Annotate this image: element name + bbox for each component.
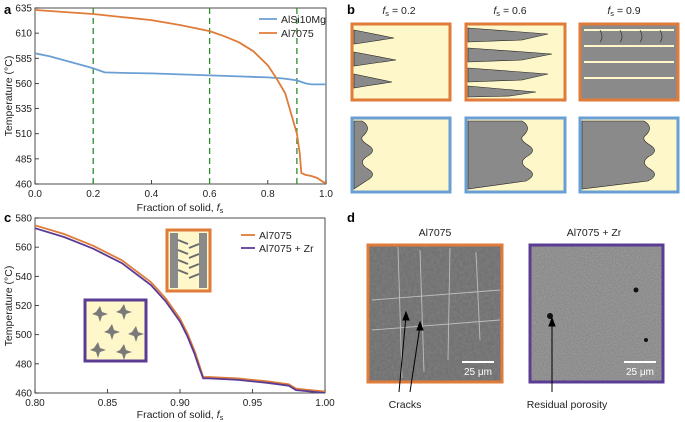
panel-b-blue-fs06 [464,116,567,194]
scale-bar-label-1: 25 μm [464,367,492,378]
x-tick-label: 0.2 [86,189,100,200]
scale-bar-label-2: 25 μm [626,367,654,378]
y-tick-label: 520 [15,301,32,312]
panel-c-chart: 580 560 540 520 500 480 460 0.80 0.85 0.90 0.95 1.… [3,214,335,422]
panel-d-title-1: Al7075 [419,227,452,239]
panel-b-header-2: fs = 0.6 [493,5,526,18]
panel-b-orange-fs09 [578,22,680,102]
panel-b-header-3: fs = 0.9 [607,5,640,18]
x-tick-label: 1.0 [319,189,333,200]
panel-c-y-label: Temperature (°C) [3,266,15,347]
legend-label-alsi10mg: AlSi10Mg [281,14,326,26]
crack-arrows [398,310,556,393]
panel-a-frame [34,7,327,185]
panel-d-micrographs: Al7075 Al7075 + Zr 25 μm 25 μm [366,227,665,411]
y-tick-label: 635 [15,4,32,15]
series-line-al7075-zr [35,227,325,393]
panel-c-x-label: Fraction of solid, fs [137,409,224,422]
y-tick-label: 560 [15,79,32,90]
y-tick-label: 500 [15,330,32,341]
y-tick-label: 580 [15,214,32,225]
y-tick-label: 485 [15,154,32,165]
panel-a-chart: 635 610 585 560 535 510 485 460 0.0 0.2 0.4 0.6 0.8… [3,4,333,216]
legend-label-al7075: Al7075 [281,28,314,40]
y-tick-label: 535 [15,104,32,115]
x-tick-label: 1.00 [315,398,335,409]
panel-a-x-ticks: 0.0 0.2 0.4 0.6 0.8 1.0 [28,180,333,200]
panel-c-series [35,224,325,393]
annotation-cracks: Cracks [389,399,422,411]
x-tick-label: 0.4 [144,189,158,200]
x-tick-label: 0.8 [261,189,275,200]
panel-b-orange-fs06 [464,22,567,102]
x-tick-label: 0.85 [98,398,118,409]
panel-d-title-2: Al7075 + Zr [567,227,622,239]
legend-label-al7075-c: Al7075 [259,230,292,242]
panel-c-y-ticks: 580 560 540 520 500 480 460 [15,214,39,400]
y-tick-label: 540 [15,272,32,283]
x-tick-label: 0.0 [28,189,42,200]
series-line-al7075 [35,224,325,393]
panel-label-c: c [4,210,11,225]
panel-b-blue-fs02 [350,116,452,194]
panel-a-y-label: Temperature (°C) [3,56,15,137]
legend-label-al7075zr: Al7075 + Zr [259,243,314,255]
panel-a-x-label: Fraction of solid, fs [137,202,224,215]
panel-a-series [35,9,326,184]
panel-b-schematic: fs = 0.2 fs = 0.6 fs = 0.9 [350,5,680,194]
panel-a-reference-lines [92,8,298,184]
y-tick-label: 480 [15,359,32,370]
panel-b-header-1: fs = 0.2 [382,5,415,18]
panel-label-b: b [347,2,355,17]
x-tick-label: 0.80 [25,398,45,409]
panel-d-micrograph-al7075zr: 25 μm [528,243,665,384]
y-tick-label: 560 [15,243,32,254]
panel-c-x-ticks: 0.80 0.85 0.90 0.95 1.00 [25,389,335,409]
panel-label-a: a [4,2,12,17]
panel-b-blue-fs09 [578,116,680,194]
series-line-al7075 [35,9,326,184]
annotation-residual-porosity: Residual porosity [527,399,608,411]
y-tick-label: 610 [15,29,32,40]
panel-b-orange-fs02 [350,22,452,102]
panel-a-y-ticks: 635 610 585 560 535 510 485 460 [15,4,39,191]
y-tick-label: 460 [15,180,32,191]
series-line-alsi10mg [35,52,326,86]
y-tick-label: 510 [15,129,32,140]
x-tick-label: 0.6 [203,189,217,200]
panel-c-inset-purple [83,298,148,363]
panel-label-d: d [347,210,355,225]
panel-c-inset-orange [165,228,212,293]
y-tick-label: 460 [15,389,32,400]
panel-d-micrograph-al7075: 25 μm [366,243,504,384]
x-tick-label: 0.90 [170,398,190,409]
y-tick-label: 585 [15,54,32,65]
x-tick-label: 0.95 [243,398,263,409]
